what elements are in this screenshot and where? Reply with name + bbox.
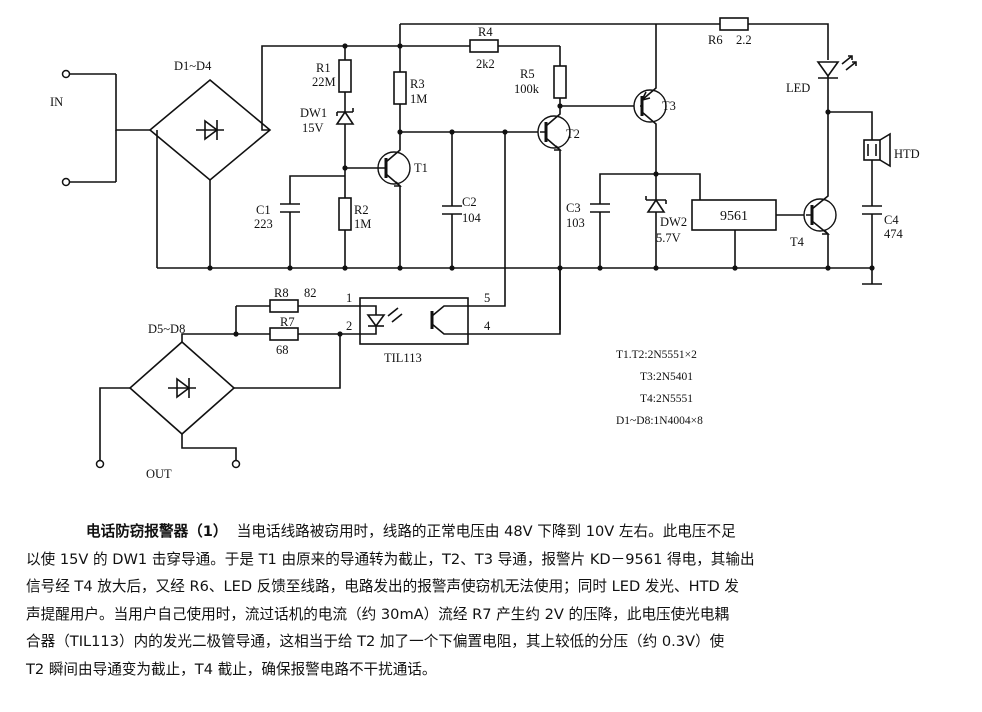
parts-list-line-1: T1.T2:2N5551×2 bbox=[616, 349, 697, 361]
label-r6: R6 bbox=[708, 33, 723, 47]
capacitor-c3 bbox=[590, 171, 659, 268]
label-pin5: 5 bbox=[484, 291, 490, 305]
label-dw2: DW2 bbox=[660, 215, 687, 229]
resistor-r1 bbox=[338, 59, 352, 112]
alarm-circuit-schematic: IN OUT D1~D4 D5~D8 R1 22M DW1 15V R3 1M … bbox=[50, 17, 920, 481]
label-chip: 9561 bbox=[720, 209, 748, 224]
label-c1-value: 223 bbox=[254, 217, 273, 231]
input-terminals bbox=[61, 69, 116, 187]
label-t4: T4 bbox=[790, 235, 805, 249]
resistor-r7 bbox=[233, 306, 343, 341]
bridge-d1-d4 bbox=[115, 45, 400, 268]
resistor-r3 bbox=[393, 60, 407, 132]
label-out: OUT bbox=[146, 467, 172, 481]
label-dw1: DW1 bbox=[300, 106, 327, 120]
label-c3: C3 bbox=[566, 201, 581, 215]
label-r8: R8 bbox=[274, 286, 289, 300]
top-rail bbox=[342, 17, 829, 60]
bridge-d5-d8 bbox=[95, 333, 341, 469]
label-r4: R4 bbox=[478, 25, 493, 39]
label-c2: C2 bbox=[462, 195, 477, 209]
parts-list-line-2: T3:2N5401 bbox=[640, 371, 693, 383]
caption-line-6: T2 瞬间由导通变为截止，T4 截止，确保报警电路不干扰通话。 bbox=[26, 660, 437, 678]
label-r1-value: 22M bbox=[312, 75, 336, 89]
caption-line-3: 信号经 T4 放大后，又经 R6、LED 反馈至线路，电路发出的报警声使窃机无法… bbox=[26, 578, 739, 595]
label-pin2: 2 bbox=[346, 319, 352, 333]
label-r7: R7 bbox=[280, 315, 295, 329]
label-opto: TIL113 bbox=[384, 351, 422, 365]
transistor-t2 bbox=[537, 106, 571, 330]
transistor-t3 bbox=[633, 24, 667, 174]
caption-line-4: 声提醒用户。当用户自己使用时，流过话机的电流（约 30mA）流经 R7 产生约 … bbox=[26, 605, 730, 623]
label-led: LED bbox=[786, 81, 810, 95]
resistor-r5 bbox=[553, 46, 640, 109]
zener-dw2 bbox=[645, 174, 667, 268]
transistor-t4 bbox=[803, 96, 837, 268]
opto-wiring bbox=[468, 132, 561, 335]
label-r3: R3 bbox=[410, 77, 425, 91]
label-t3: T3 bbox=[662, 99, 676, 113]
caption-line-1: 当电话线路被窃用时，线路的正常电压由 48V 下降到 10V 左右。此电压不足 bbox=[236, 523, 736, 540]
label-t1: T1 bbox=[414, 161, 428, 175]
chip-9561 bbox=[656, 173, 806, 268]
label-d1d4: D1~D4 bbox=[174, 59, 212, 73]
ground-rail bbox=[157, 215, 875, 271]
transistor-t1 bbox=[342, 132, 411, 268]
label-dw2-value: 5.7V bbox=[656, 231, 681, 245]
capacitor-c4 bbox=[862, 205, 882, 285]
label-in: IN bbox=[50, 95, 63, 109]
label-c4-value: 474 bbox=[884, 227, 904, 241]
label-pin4: 4 bbox=[484, 319, 491, 333]
buzzer-htd bbox=[825, 109, 891, 206]
label-c1: C1 bbox=[256, 203, 271, 217]
resistor-r2 bbox=[338, 176, 352, 268]
label-r4-value: 2k2 bbox=[476, 57, 495, 71]
label-c4: C4 bbox=[884, 213, 899, 227]
label-htd: HTD bbox=[894, 147, 920, 161]
resistor-r8 bbox=[236, 299, 340, 313]
label-r1: R1 bbox=[316, 61, 331, 75]
led bbox=[816, 55, 857, 96]
optocoupler-til113 bbox=[340, 297, 469, 345]
label-t2: T2 bbox=[566, 127, 580, 141]
caption-line-5: 合器（TIL113）内的发光二极管导通，这相当于给 T2 加了一个下偏置电阻，其… bbox=[26, 633, 725, 650]
label-pin1: 1 bbox=[346, 291, 352, 305]
label-r2: R2 bbox=[354, 203, 369, 217]
label-dw1-value: 15V bbox=[302, 121, 324, 135]
label-r2-value: 1M bbox=[354, 217, 371, 231]
label-d5d8: D5~D8 bbox=[148, 322, 185, 336]
label-r8-value: 82 bbox=[304, 286, 317, 300]
resistor-r4 bbox=[400, 39, 560, 53]
caption-line-2: 以使 15V 的 DW1 击穿导通。于是 T1 由原来的导通转为截止，T2、T3… bbox=[26, 550, 755, 568]
label-c3-value: 103 bbox=[566, 216, 585, 230]
caption-title: 电话防窃报警器（1） bbox=[86, 523, 228, 540]
label-r5: R5 bbox=[520, 67, 535, 81]
label-r6-value: 2.2 bbox=[736, 33, 752, 47]
capacitor-c2 bbox=[397, 129, 540, 268]
capacitor-c1 bbox=[280, 175, 345, 268]
parts-list-line-3: T4:2N5551 bbox=[640, 393, 693, 405]
label-r3-value: 1M bbox=[410, 92, 427, 106]
label-r7-value: 68 bbox=[276, 343, 289, 357]
label-c2-value: 104 bbox=[462, 211, 482, 225]
parts-list-line-4: D1~D8:1N4004×8 bbox=[616, 415, 703, 427]
caption: 电话防窃报警器（1） 当电话线路被窃用时，线路的正常电压由 48V 下降到 10… bbox=[26, 518, 966, 683]
label-r5-value: 100k bbox=[514, 82, 540, 96]
